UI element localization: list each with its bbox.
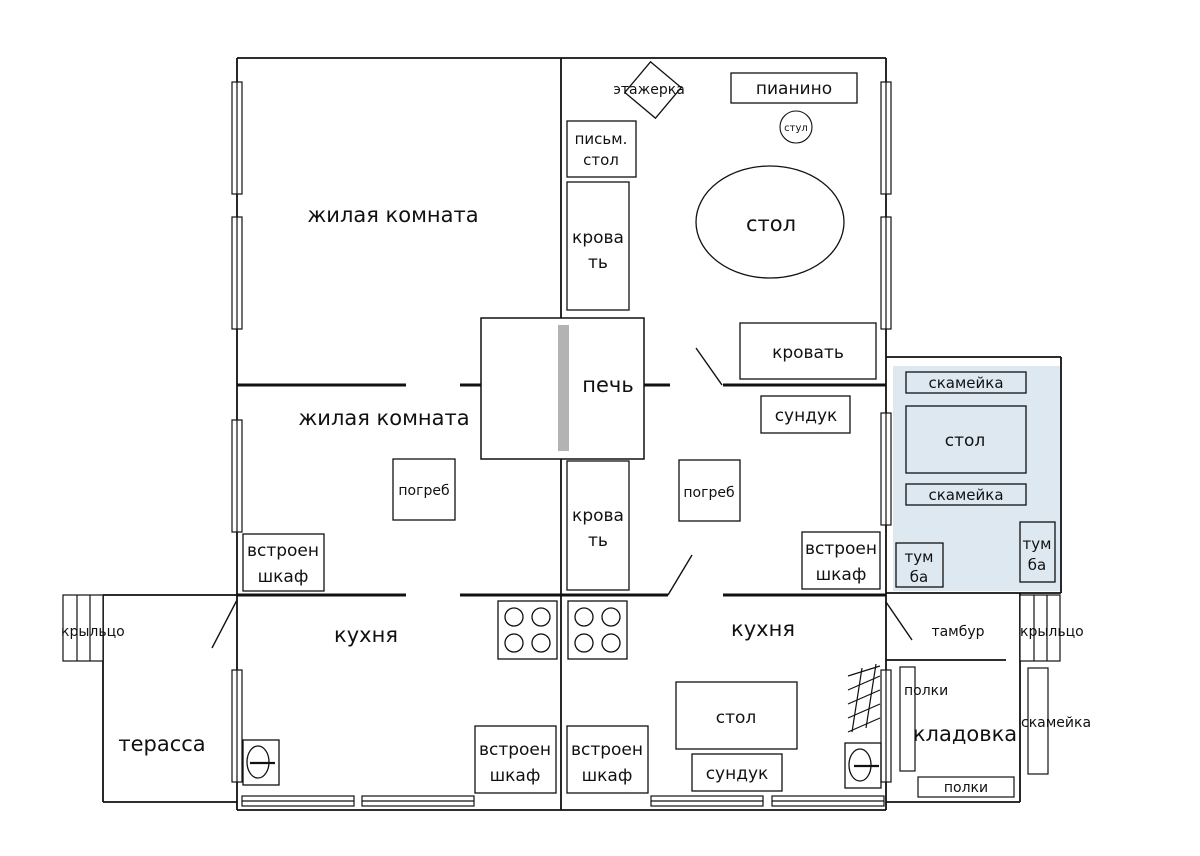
kitchen-left-label: кухня: [334, 623, 398, 647]
shelf-label: этажерка: [613, 82, 685, 98]
storeroom-rack: [847, 663, 881, 733]
bed-right-label: кровать: [772, 343, 844, 363]
bench-bottom-label: скамейка: [928, 486, 1003, 504]
chair: [779, 110, 813, 144]
piano: [730, 72, 858, 104]
chest-bottom-label: сундук: [706, 764, 769, 784]
windows: [231, 81, 892, 807]
cooktop-right: [567, 600, 628, 660]
bed-right: [739, 322, 877, 380]
wardrobe-mid-left: [242, 533, 325, 592]
wardrobe-bottom-right: [566, 725, 649, 794]
nightstand-right-line2: ба: [1028, 556, 1046, 574]
cellar-left-label: погреб: [398, 483, 449, 499]
nightstand-left-line1: тум: [905, 548, 934, 566]
dining-area-fill: [893, 366, 1060, 591]
oval-table: [695, 165, 845, 279]
living-room-top-left-label: жилая комната: [307, 203, 478, 227]
wardrobe-bottom-right-line2: шкаф: [582, 766, 633, 786]
kitchen-table: [675, 681, 798, 750]
wardrobe-bottom-left: [474, 725, 557, 794]
writing-desk-line1: письм.: [575, 130, 628, 148]
shelves-bottom: [917, 776, 1015, 798]
kitchen-table-label: стол: [716, 708, 757, 728]
wardrobe-bottom-right-line1: встроен: [571, 740, 643, 760]
vestibule-label: тамбур: [931, 624, 984, 640]
stove-label: печь: [582, 373, 633, 397]
dining-table: [905, 405, 1027, 474]
shelves-side-label: полки: [904, 683, 948, 699]
shelves-side: [899, 666, 916, 772]
piano-label: пианино: [756, 79, 832, 99]
wardrobe-bottom-left-line1: встроен: [479, 740, 551, 760]
washbasin-right: [844, 742, 882, 789]
wardrobe-mid-right-line2: шкаф: [816, 565, 867, 585]
shelf-unit: [623, 60, 683, 120]
bed-top-line2: ть: [588, 253, 608, 273]
partitions: [237, 383, 886, 597]
bed-top: [566, 181, 630, 311]
chair-label: стул: [784, 123, 808, 134]
washbasin-left: [242, 739, 280, 786]
cellar-right-label: погреб: [683, 485, 734, 501]
bed-bottom-line2: ть: [588, 531, 608, 551]
nightstand-left: [895, 542, 944, 588]
wardrobe-mid-right-line1: встроен: [805, 539, 877, 559]
stove-pipe: [558, 325, 569, 451]
cellar-right: [678, 459, 741, 522]
wardrobe-bottom-left-line2: шкаф: [490, 766, 541, 786]
wardrobe-mid-left-line1: встроен: [247, 541, 319, 561]
chest-bottom: [691, 753, 783, 792]
wardrobe-mid-right: [801, 531, 881, 590]
writing-desk-line2: стол: [583, 151, 619, 169]
chest-top-label: сундук: [775, 406, 838, 426]
nightstand-right-line1: тум: [1023, 535, 1052, 553]
porch-right-steps: [1019, 594, 1061, 662]
bed-bottom: [566, 460, 630, 591]
outdoor-bench: [1027, 667, 1049, 775]
porch-left-steps: [62, 594, 104, 662]
porch-right-label: крыльцо: [1020, 624, 1084, 640]
nightstand-right: [1019, 521, 1056, 583]
terrace-label: терасса: [118, 732, 205, 756]
wardrobe-mid-left-line2: шкаф: [258, 567, 309, 587]
writing-desk: [566, 120, 637, 178]
storeroom-label: кладовка: [913, 722, 1017, 746]
oval-table-label: стол: [746, 212, 796, 236]
bed-top-line1: крова: [572, 228, 624, 248]
nightstand-left-line2: ба: [910, 568, 928, 586]
porch-left-label: крыльцо: [61, 624, 125, 640]
kitchen-right-label: кухня: [731, 617, 795, 641]
cellar-left: [392, 458, 456, 521]
living-room-mid-left-label: жилая комната: [298, 406, 469, 430]
dining-table-label: стол: [945, 431, 986, 451]
bed-bottom-line1: крова: [572, 506, 624, 526]
shelves-bottom-label: полки: [944, 780, 988, 796]
chest-top: [760, 395, 851, 434]
bench-top-label: скамейка: [928, 374, 1003, 392]
bench-top: [905, 371, 1027, 394]
bench-bottom: [905, 483, 1027, 506]
cooktop-left: [497, 600, 558, 660]
outdoor-bench-label: скамейка: [1021, 715, 1091, 731]
